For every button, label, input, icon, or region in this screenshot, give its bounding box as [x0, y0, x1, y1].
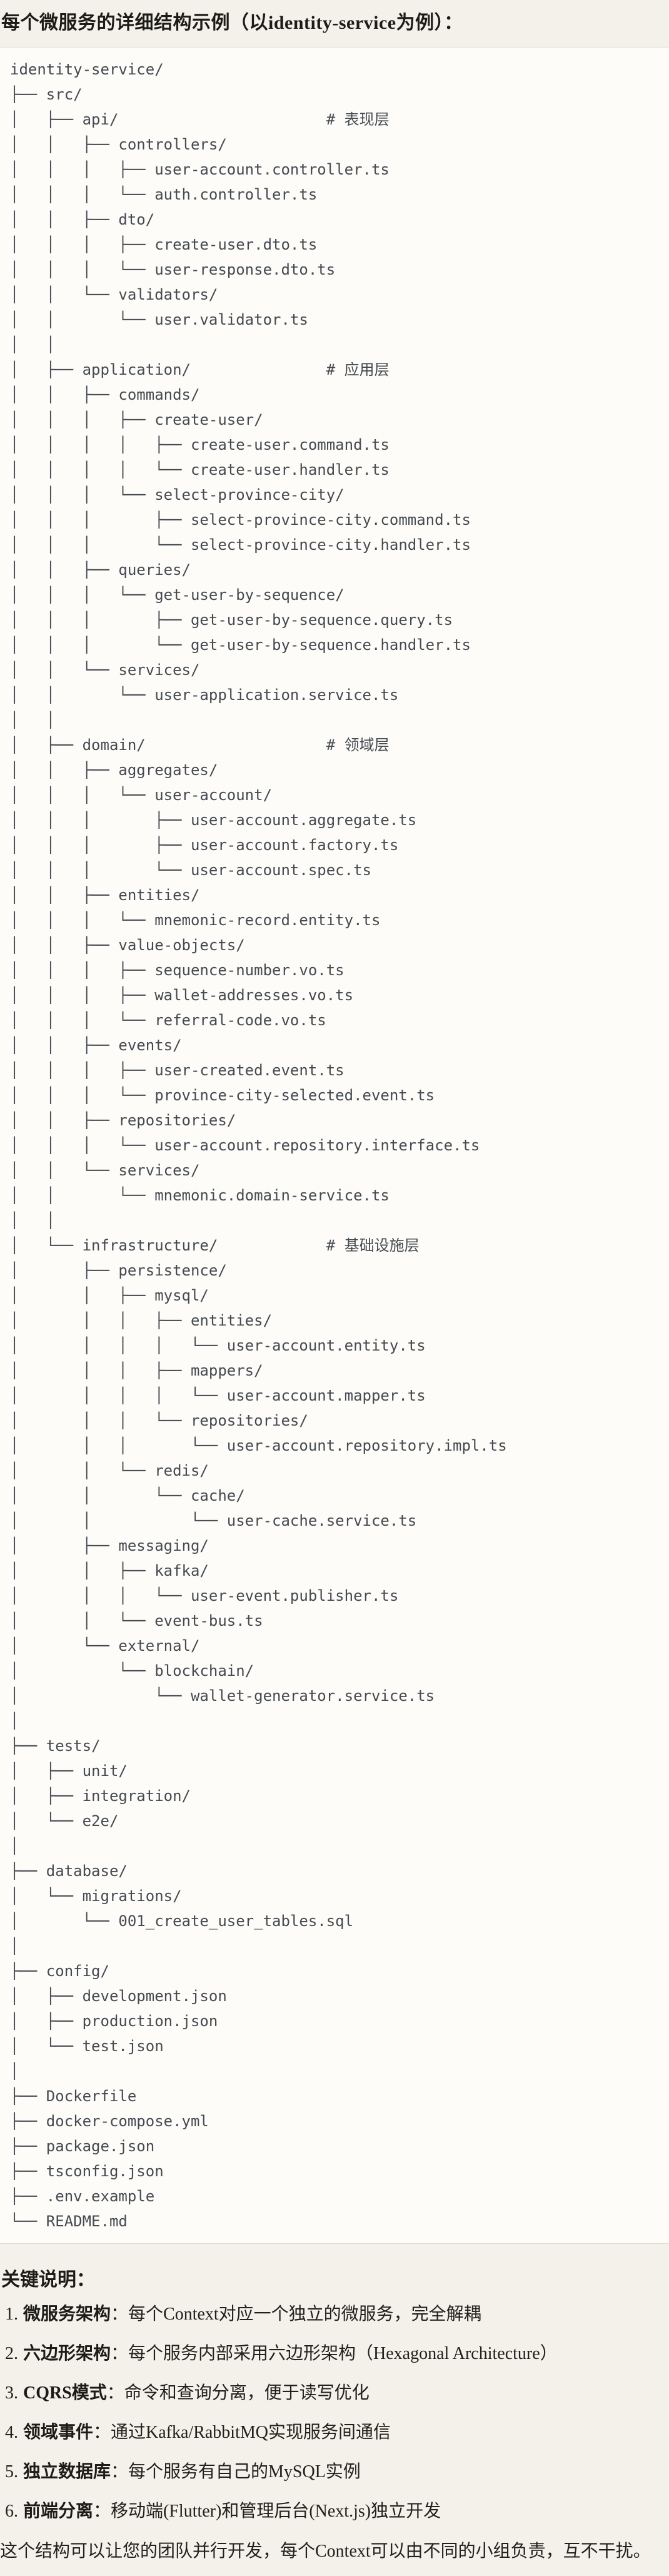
note-description: ：通过Kafka/RabbitMQ实现服务间通信 — [93, 2423, 391, 2442]
note-number: 1. — [5, 2305, 18, 2324]
note-description: ：每个Context对应一个独立的微服务，完全解耦 — [111, 2305, 481, 2324]
page-title: 每个微服务的详细结构示例（以identity-service为例）： — [1, 13, 463, 33]
directory-tree: identity-service/ ├── src/ │ ├── api/ # … — [10, 61, 507, 2230]
note-item: 4. 领域事件：通过Kafka/RabbitMQ实现服务间通信 — [5, 2422, 669, 2443]
note-item: 5.独立数据库：每个服务有自己的MySQL实例 — [5, 2462, 669, 2483]
note-item: 3.CQRS模式：命令和查询分离，便于读写优化 — [5, 2383, 669, 2404]
note-term: 前端分离 — [23, 2502, 94, 2521]
note-description: ：每个服务有自己的MySQL实例 — [111, 2462, 361, 2482]
notes-section: 关键说明： 1. 微服务架构：每个Context对应一个独立的微服务，完全解耦 2.… — [0, 2266, 669, 2562]
note-number: 5. — [5, 2462, 18, 2482]
note-number: 3. — [5, 2383, 18, 2403]
notes-heading: 关键说明： — [1, 2269, 95, 2290]
note-term: CQRS模式 — [23, 2383, 107, 2403]
note-number: 6. — [5, 2502, 18, 2521]
note-description: ：移动端(Flutter)和管理后台(Next.js)独立开发 — [93, 2502, 441, 2521]
note-item: 6. 前端分离：移动端(Flutter)和管理后台(Next.js)独立开发 — [5, 2501, 669, 2522]
note-term: 领域事件 — [23, 2423, 94, 2442]
note-number: 4. — [5, 2423, 18, 2442]
note-number: 2. — [5, 2344, 18, 2363]
note-item: 2. 六边形架构：每个服务内部采用六边形架构（Hexagonal Architec… — [5, 2343, 669, 2365]
closing-paragraph: 这个结构可以让您的团队并行开发，每个Context可以由不同的小组负责，互不干扰… — [0, 2542, 651, 2561]
note-term: 微服务架构 — [23, 2305, 111, 2324]
note-term: 六边形架构 — [23, 2344, 111, 2363]
note-description: ：每个服务内部采用六边形架构（Hexagonal Architecture） — [111, 2344, 558, 2363]
note-term: 独立数据库 — [23, 2462, 111, 2482]
note-item: 1. 微服务架构：每个Context对应一个独立的微服务，完全解耦 — [5, 2304, 669, 2325]
note-description: ：命令和查询分离，便于读写优化 — [106, 2383, 370, 2403]
code-block: identity-service/ ├── src/ │ ├── api/ # … — [0, 47, 669, 2244]
